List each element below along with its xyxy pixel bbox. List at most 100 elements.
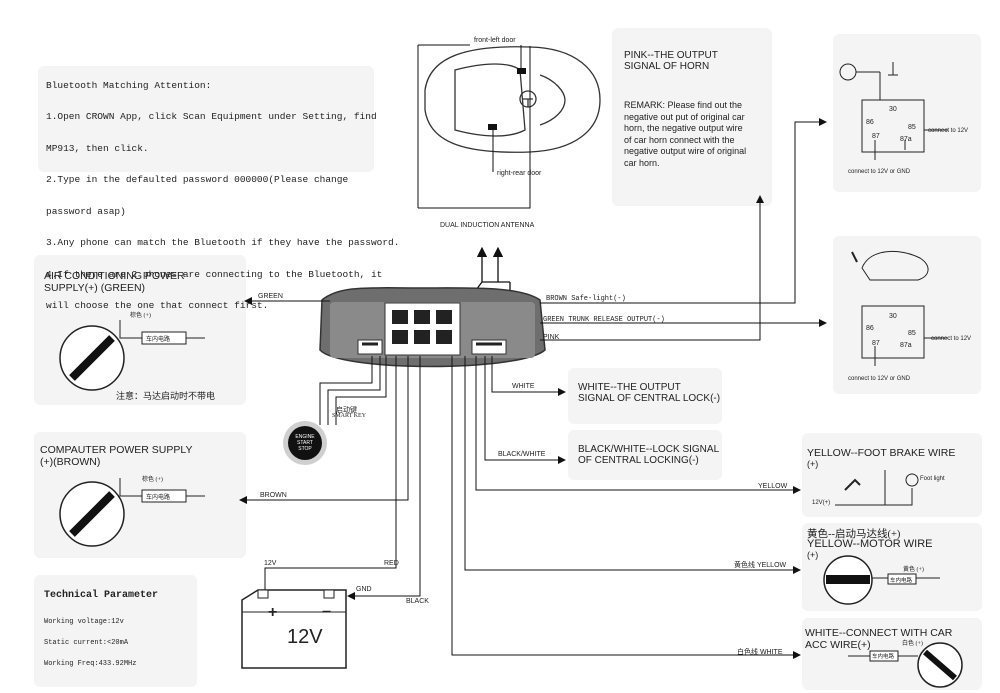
aircon-rotary-switch [59, 320, 205, 391]
acc-box-label: 车内电路 [872, 654, 895, 660]
relay2-connect-12v-gnd: connect to 12V or GND [848, 376, 911, 382]
relay2-pin30: 30 [889, 313, 897, 320]
trunk-relay [851, 250, 948, 366]
motor-title-2: (+) [807, 550, 819, 560]
horn-relay [839, 62, 948, 160]
aircon-title-2: SUPPLY(+) (GREEN) [44, 282, 146, 294]
tech-panel [34, 575, 197, 687]
tech-freq: Working Freq:433.92MHz [44, 660, 137, 668]
central-lock-bw-panel [568, 430, 722, 480]
motor-title-1: YELLOW--MOTOR WIRE [807, 538, 933, 550]
central-lock-white-panel [568, 368, 722, 424]
bluetooth-heading: Bluetooth Matching Attention: [46, 80, 212, 91]
door-sensor-rear [488, 124, 497, 130]
relay2-pin87a: 87a [900, 342, 912, 349]
start-button-line-3: STOP [298, 446, 312, 452]
car-top-view [424, 46, 601, 153]
start-button-line-1: ENGINE [295, 434, 315, 440]
motor-wire-color: 黄色 (+) [903, 567, 924, 573]
computer-box-label: 车内电路 [146, 495, 171, 501]
brake-panel [802, 433, 982, 517]
engine-start-button [283, 421, 327, 465]
relay-panel-trunk [833, 236, 981, 394]
horn-remark-line: REMARK: Please find out the [624, 100, 743, 110]
front-left-door-label: front-left door [474, 37, 516, 44]
tech-title: Technical Parameter [44, 590, 159, 601]
bluetooth-lines: 1.Open CROWN App, click Scan Equipment u… [46, 91, 399, 322]
horn-remark-line: car horn. [624, 157, 660, 168]
control-module [319, 287, 546, 368]
tech-voltage: Working voltage:12v [44, 618, 124, 626]
harness-wires [239, 118, 827, 659]
horn-title-2: SIGNAL OF HORN [624, 61, 710, 72]
aircon-box-label: 车内电路 [146, 337, 171, 343]
relay1-pin87: 87 [872, 133, 880, 140]
wire-white-cn-label: 白色线 WHITE [737, 649, 783, 656]
bluetooth-line: MP913, then click. [46, 142, 149, 154]
horn-remark: REMARK: Please find out the negative out… [624, 100, 746, 169]
motor-title-cn: 黄色--启动马达线(+) [807, 529, 901, 540]
relay1-pin86: 86 [866, 119, 874, 126]
relay2-pin85: 85 [908, 330, 916, 337]
brake-title-2: (+) [807, 459, 819, 469]
battery-12v [241, 589, 347, 669]
engine-start-text: ENGINE START STOP [292, 434, 318, 452]
wire-12v-label: 12V [264, 560, 277, 567]
motor-rotary-switch [823, 555, 940, 605]
computer-title-1: COMPAUTER POWER SUPPLY [40, 444, 193, 456]
wire-gnd-label: GND [356, 586, 372, 593]
wire-brown-safe-label: BROWN Safe-light(-) [546, 295, 626, 303]
battery-plus: + [268, 604, 278, 621]
relay2-connect-12v: connect to 12V [931, 336, 972, 342]
aircon-wire-color: 棕色 (+) [130, 313, 151, 319]
bluetooth-line: 2.Type in the defaulted password 000000(… [46, 174, 349, 185]
acc-title-1: WHITE--CONNECT WITH CAR [805, 627, 953, 639]
bluetooth-line: 1.Open CROWN App, click Scan Equipment u… [46, 111, 377, 122]
central-lock-bw-1: BLACK/WHITE--LOCK SIGNAL [578, 444, 720, 455]
computer-title-2: (+)(BROWN) [40, 456, 101, 468]
aircon-title-1: AIR CONDITIONING POWER [44, 270, 185, 282]
wire-yellow-label: YELLOW [758, 483, 788, 490]
brake-12v-label: 12V(+) [812, 500, 831, 506]
smart-key-label-en: SMART KEY [332, 413, 367, 419]
central-lock-bw-2: OF CENTRAL LOCKING(-) [578, 455, 699, 466]
central-lock-white-1: WHITE--THE OUTPUT [578, 382, 681, 393]
horn-remark-line: horn, the negative output wire [624, 123, 743, 133]
brake-switch [835, 470, 919, 506]
right-rear-door-label: right-rear door [497, 170, 542, 177]
brake-title-1: YELLOW--FOOT BRAKE WIRE [807, 447, 956, 459]
computer-wire-color: 棕色 (+) [142, 477, 163, 483]
wire-yellow-cn-label: 黄色线 YELLOW [734, 562, 787, 569]
relay-panel-top [833, 34, 981, 192]
aircon-note: 注意：马达启动时不带电 [116, 391, 216, 401]
bluetooth-line: will choose the one that connect first. [46, 300, 269, 311]
acc-rotary-switch [848, 642, 963, 688]
wire-green-trunk-label: GREEN TRUNK RELEASE OUTPUT(-) [543, 316, 665, 324]
bluetooth-line: password asap) [46, 205, 126, 217]
wire-brown-label: BROWN [260, 492, 287, 499]
horn-remark-line: negative output wire of original [624, 146, 747, 156]
smart-key-label-cn: 启动键 [336, 406, 357, 414]
battery-minus: − [322, 604, 332, 621]
bluetooth-line: 4.If there are 2 phones are connecting t… [46, 268, 383, 280]
bluetooth-panel [38, 66, 374, 172]
wire-pink-label: PINK [543, 334, 560, 341]
central-lock-white-2: SIGNAL OF CENTRAL LOCK(-) [578, 393, 721, 404]
motor-box-label: 车内电路 [890, 578, 913, 584]
wire-white-label: WHITE [512, 383, 535, 390]
bluetooth-line: 3.Any phone can match the Bluetooth if t… [46, 237, 400, 248]
relay2-pin87: 87 [872, 340, 880, 347]
acc-title-2: ACC WIRE(+) [805, 639, 871, 651]
relay1-pin85: 85 [908, 124, 916, 131]
relay1-pin30: 30 [889, 106, 897, 113]
car-door-leaders [417, 44, 531, 209]
horn-panel [612, 28, 772, 206]
wire-black-label: BLACK [406, 598, 429, 605]
wire-green-label: GREEN [258, 293, 283, 300]
horn-remark-line: negative out put of original car [624, 111, 745, 122]
tech-current: Static current:<20mA [44, 639, 129, 647]
relay1-connect-12v: connect to 12V [928, 128, 969, 134]
wire-red-label: RED [384, 560, 399, 567]
horn-remark-line: of car horn connect with the [624, 134, 735, 145]
